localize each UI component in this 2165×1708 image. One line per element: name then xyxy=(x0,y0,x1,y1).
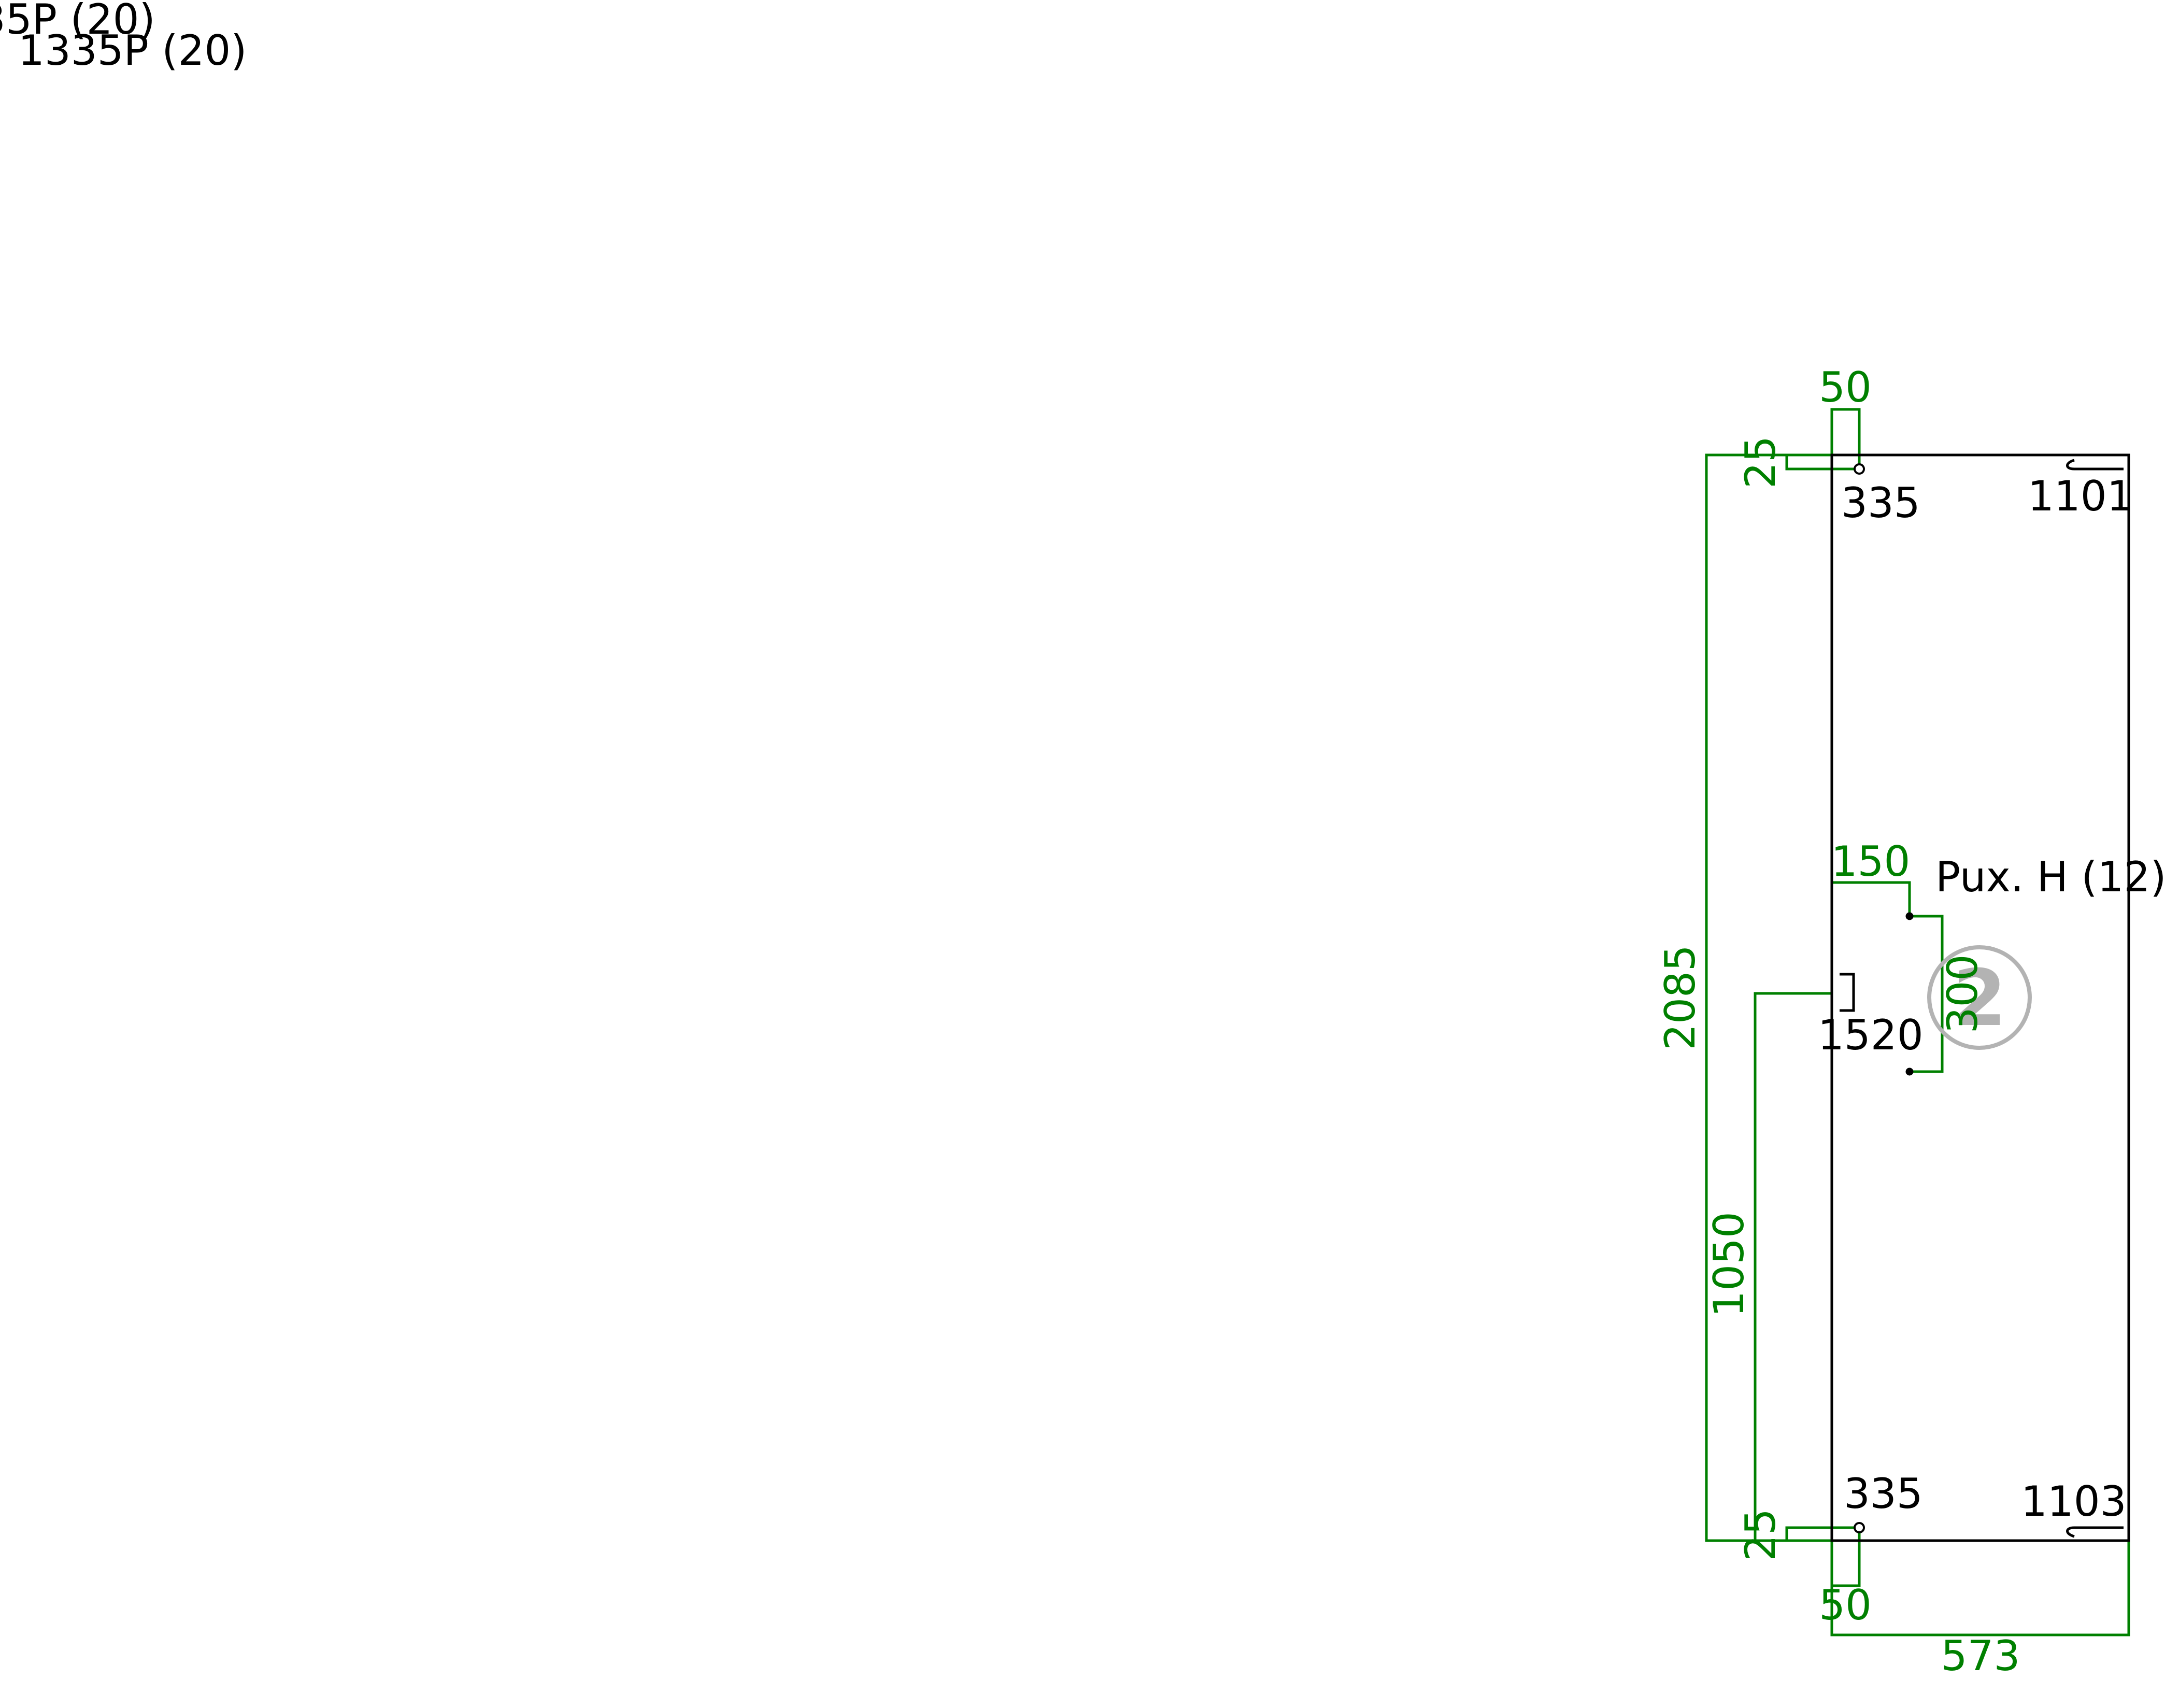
dim-line-handle-spacing xyxy=(1910,915,1944,1073)
dim-label-overall-height: 2085 xyxy=(1656,945,1704,1050)
hinge-cutout-top xyxy=(2066,459,2124,471)
code-bottom-left: 335 xyxy=(1844,1470,1923,1518)
part-number-badge: 2 xyxy=(1927,945,2032,1050)
dim-label-handle-inset: 150 xyxy=(1831,837,1911,886)
dim-line-top-offset xyxy=(1785,455,1859,471)
dim-line-overall-width xyxy=(1830,1541,2130,1636)
code-top-left: 335 xyxy=(1841,479,1920,527)
annotation-handle: Pux. H (12) xyxy=(1935,853,2165,901)
dim-line-bottom-offset xyxy=(1785,1526,1859,1541)
dim-line-handle-inset xyxy=(1830,881,1911,916)
dim-line-top-hole-inset xyxy=(1830,408,1861,469)
code-bottom-right: 1103 xyxy=(2021,1477,2127,1526)
dim-label-top-offset: 25 xyxy=(1736,436,1785,489)
hinge-cutout-bottom xyxy=(2066,1526,2124,1538)
dim-label-handle-spacing: 300 xyxy=(1939,955,1987,1034)
dim-line-handle-height xyxy=(1754,992,1832,1541)
dim-label-bottom-offset: 25 xyxy=(1736,1508,1785,1561)
header-label: 1335P (20) xyxy=(18,26,247,75)
badge-number: 2 xyxy=(1953,953,2006,1044)
bottom-hole xyxy=(1854,1522,1865,1533)
handle-point-top xyxy=(1905,912,1914,920)
dim-label-overall-width: 573 xyxy=(1941,1632,2020,1680)
header-label-clipped: 35P (20) xyxy=(0,0,155,44)
code-middle: 1520 xyxy=(1818,1011,1924,1059)
code-top-right: 1101 xyxy=(2028,472,2133,520)
panel-outline xyxy=(1830,453,2130,1542)
dim-label-top-hole-inset: 50 xyxy=(1819,363,1872,411)
handle-point-bottom xyxy=(1905,1068,1914,1076)
dim-line-bottom-hole-inset xyxy=(1830,1528,1861,1587)
dim-label-bottom-hole-inset: 50 xyxy=(1819,1581,1872,1629)
top-hole xyxy=(1854,463,1865,475)
dim-label-handle-height: 1050 xyxy=(1705,1212,1753,1317)
handle-bracket xyxy=(1840,973,1855,1012)
dim-line-overall-height xyxy=(1705,453,1832,1542)
badge-circle xyxy=(1927,945,2032,1050)
dimension-lines xyxy=(1705,408,2130,1636)
